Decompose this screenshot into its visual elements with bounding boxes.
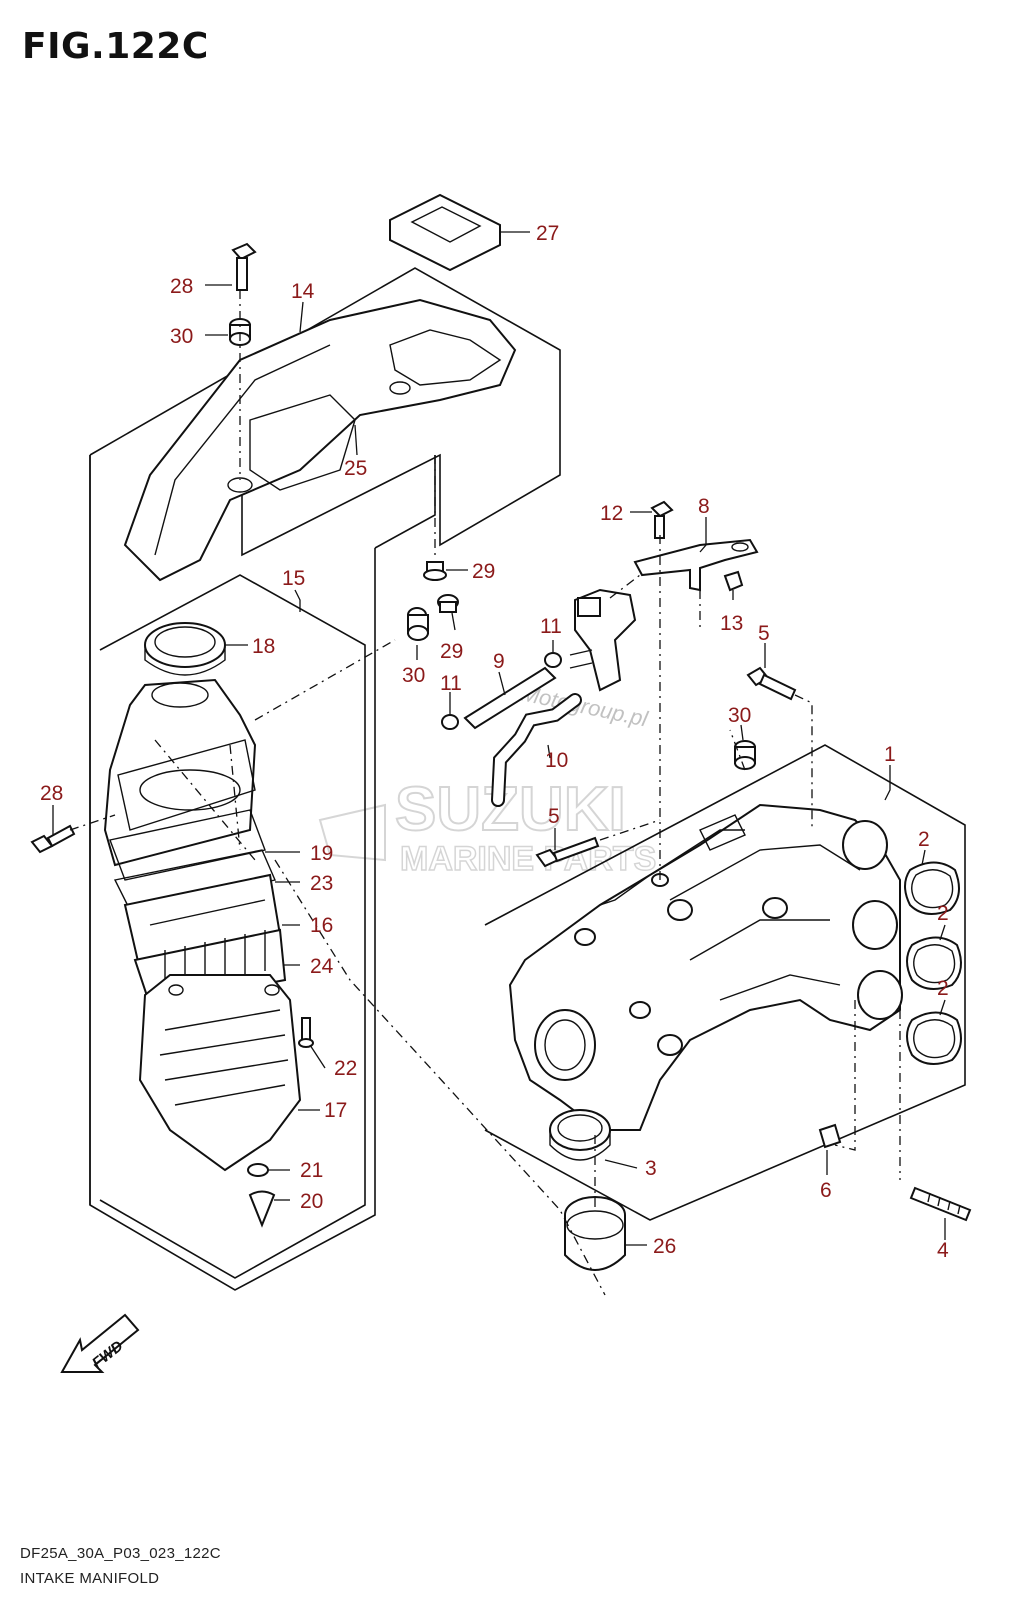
callout-30-right: 30 (728, 704, 751, 727)
callout-11-b: 11 (440, 672, 462, 695)
callout-14: 14 (291, 280, 315, 303)
footer-figure-code: DF25A_30A_P03_023_122C (20, 1545, 221, 1562)
callout-11-a: 11 (540, 615, 562, 638)
gasket-2b (906, 936, 962, 990)
callout-15: 15 (282, 567, 305, 590)
callout-1: 1 (884, 743, 896, 766)
assembly-lines (69, 290, 901, 1296)
callout-27: 27 (536, 222, 559, 245)
seal-19 (109, 809, 266, 881)
callout-5-lower: 5 (548, 805, 560, 828)
case-cover-17 (138, 974, 302, 1172)
clamp-11a (544, 652, 562, 668)
watermark-brand: SUZUKI (395, 775, 626, 844)
clamp-11b (441, 714, 459, 730)
air-box-frame (89, 267, 561, 1291)
hose-10 (491, 693, 582, 807)
watermark-subtitle: MARINE PARTS (400, 840, 656, 878)
leader-lines (52, 231, 946, 1246)
solenoid-valve (569, 588, 637, 692)
callout-20: 20 (300, 1190, 323, 1213)
figure-title: FIG.122C (22, 26, 209, 67)
bushing-29a (423, 561, 447, 581)
callout-13: 13 (720, 612, 743, 635)
callout-26: 26 (653, 1235, 676, 1258)
callouts: 27 28 14 30 25 12 8 29 15 18 29 11 13 5 … (40, 222, 949, 1262)
callout-2-b: 2 (937, 902, 949, 925)
gasket-2c (906, 1011, 962, 1065)
callout-30-top: 30 (170, 325, 193, 348)
seal-26 (564, 1196, 626, 1271)
bolt-5-top (746, 666, 797, 701)
callout-29-b: 29 (440, 640, 463, 663)
bolt-5-lower (535, 836, 600, 868)
callout-2-a: 2 (918, 828, 930, 851)
seal-27 (389, 193, 501, 272)
callout-8: 8 (698, 495, 710, 518)
callout-12: 12 (600, 502, 623, 525)
grommet-30-mid (407, 607, 429, 641)
callout-10: 10 (545, 749, 568, 772)
callout-30-mid: 30 (402, 664, 425, 687)
bolt-12 (650, 500, 674, 539)
footer-figure-name: INTAKE MANIFOLD (20, 1570, 160, 1587)
intake-cover-14 (123, 298, 517, 582)
callout-4: 4 (937, 1239, 949, 1262)
nut-13 (723, 570, 744, 592)
callout-23: 23 (310, 872, 333, 895)
manifold-frame (484, 744, 966, 1221)
callout-19: 19 (310, 842, 333, 865)
air-case-15 (103, 678, 257, 867)
callout-22: 22 (334, 1057, 357, 1080)
clamp-21 (247, 1163, 269, 1177)
watermark: SUZUKI MARINE PARTS (318, 774, 657, 879)
grommet-30-right (734, 740, 756, 770)
seal-18 (144, 622, 226, 676)
forward-direction-arrow: FWD (60, 1313, 140, 1373)
seal-3 (549, 1109, 611, 1161)
callout-16: 16 (310, 914, 333, 937)
bolt-28-top (231, 242, 257, 291)
callout-6: 6 (820, 1179, 832, 1202)
callout-21: 21 (300, 1159, 323, 1182)
callout-17: 17 (324, 1099, 347, 1122)
callout-3: 3 (645, 1157, 657, 1180)
gasket-2a (904, 861, 960, 915)
intake-manifold-1 (508, 803, 903, 1131)
element-23 (113, 849, 276, 911)
callout-29-a: 29 (472, 560, 495, 583)
callout-2-c: 2 (937, 977, 949, 1000)
screw-22 (298, 1017, 314, 1048)
callout-25: 25 (344, 457, 367, 480)
callout-28-top: 28 (170, 275, 193, 298)
stud-4 (909, 1186, 972, 1222)
callout-5-top: 5 (758, 622, 770, 645)
valve-20 (248, 1190, 276, 1228)
callout-28-left: 28 (40, 782, 63, 805)
callout-9: 9 (493, 650, 505, 673)
callout-24: 24 (310, 955, 334, 978)
hose-9 (463, 666, 557, 730)
bolt-28-left (30, 824, 76, 854)
bushing-29b (437, 594, 459, 613)
callout-18: 18 (252, 635, 275, 658)
nut-6 (818, 1123, 842, 1149)
bracket-8 (633, 538, 759, 592)
